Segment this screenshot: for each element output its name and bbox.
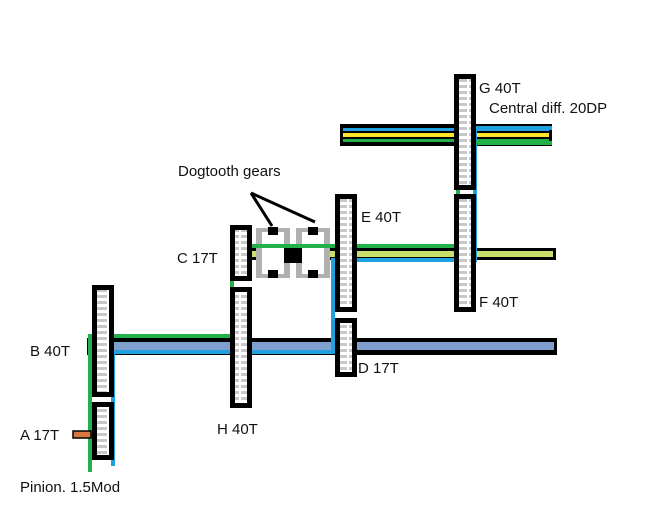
gear-g	[454, 74, 476, 190]
label-gear-g: G 40T	[479, 80, 521, 97]
gear-h	[230, 287, 252, 408]
label-gear-a: A 17T	[20, 427, 59, 444]
pointer-line-right	[250, 191, 316, 224]
label-gear-e: E 40T	[361, 209, 401, 226]
label-gear-b: B 40T	[30, 343, 70, 360]
gear-a	[92, 402, 114, 460]
label-gear-c: C 17T	[177, 250, 218, 267]
label-central-diff: Central diff. 20DP	[489, 100, 607, 117]
gear-b	[92, 285, 114, 397]
label-dogtooth: Dogtooth gears	[178, 163, 281, 180]
gear-c	[230, 225, 252, 281]
gear-d	[335, 318, 357, 377]
pointer-line-left	[249, 192, 274, 227]
pinion-icon	[72, 430, 92, 439]
label-pinion: Pinion. 1.5Mod	[20, 479, 120, 496]
dogtooth-collar	[284, 247, 302, 263]
gear-e	[335, 194, 357, 312]
label-gear-d: D 17T	[358, 360, 399, 377]
label-gear-h: H 40T	[217, 421, 258, 438]
gear-f	[454, 194, 476, 312]
label-gear-f: F 40T	[479, 294, 518, 311]
